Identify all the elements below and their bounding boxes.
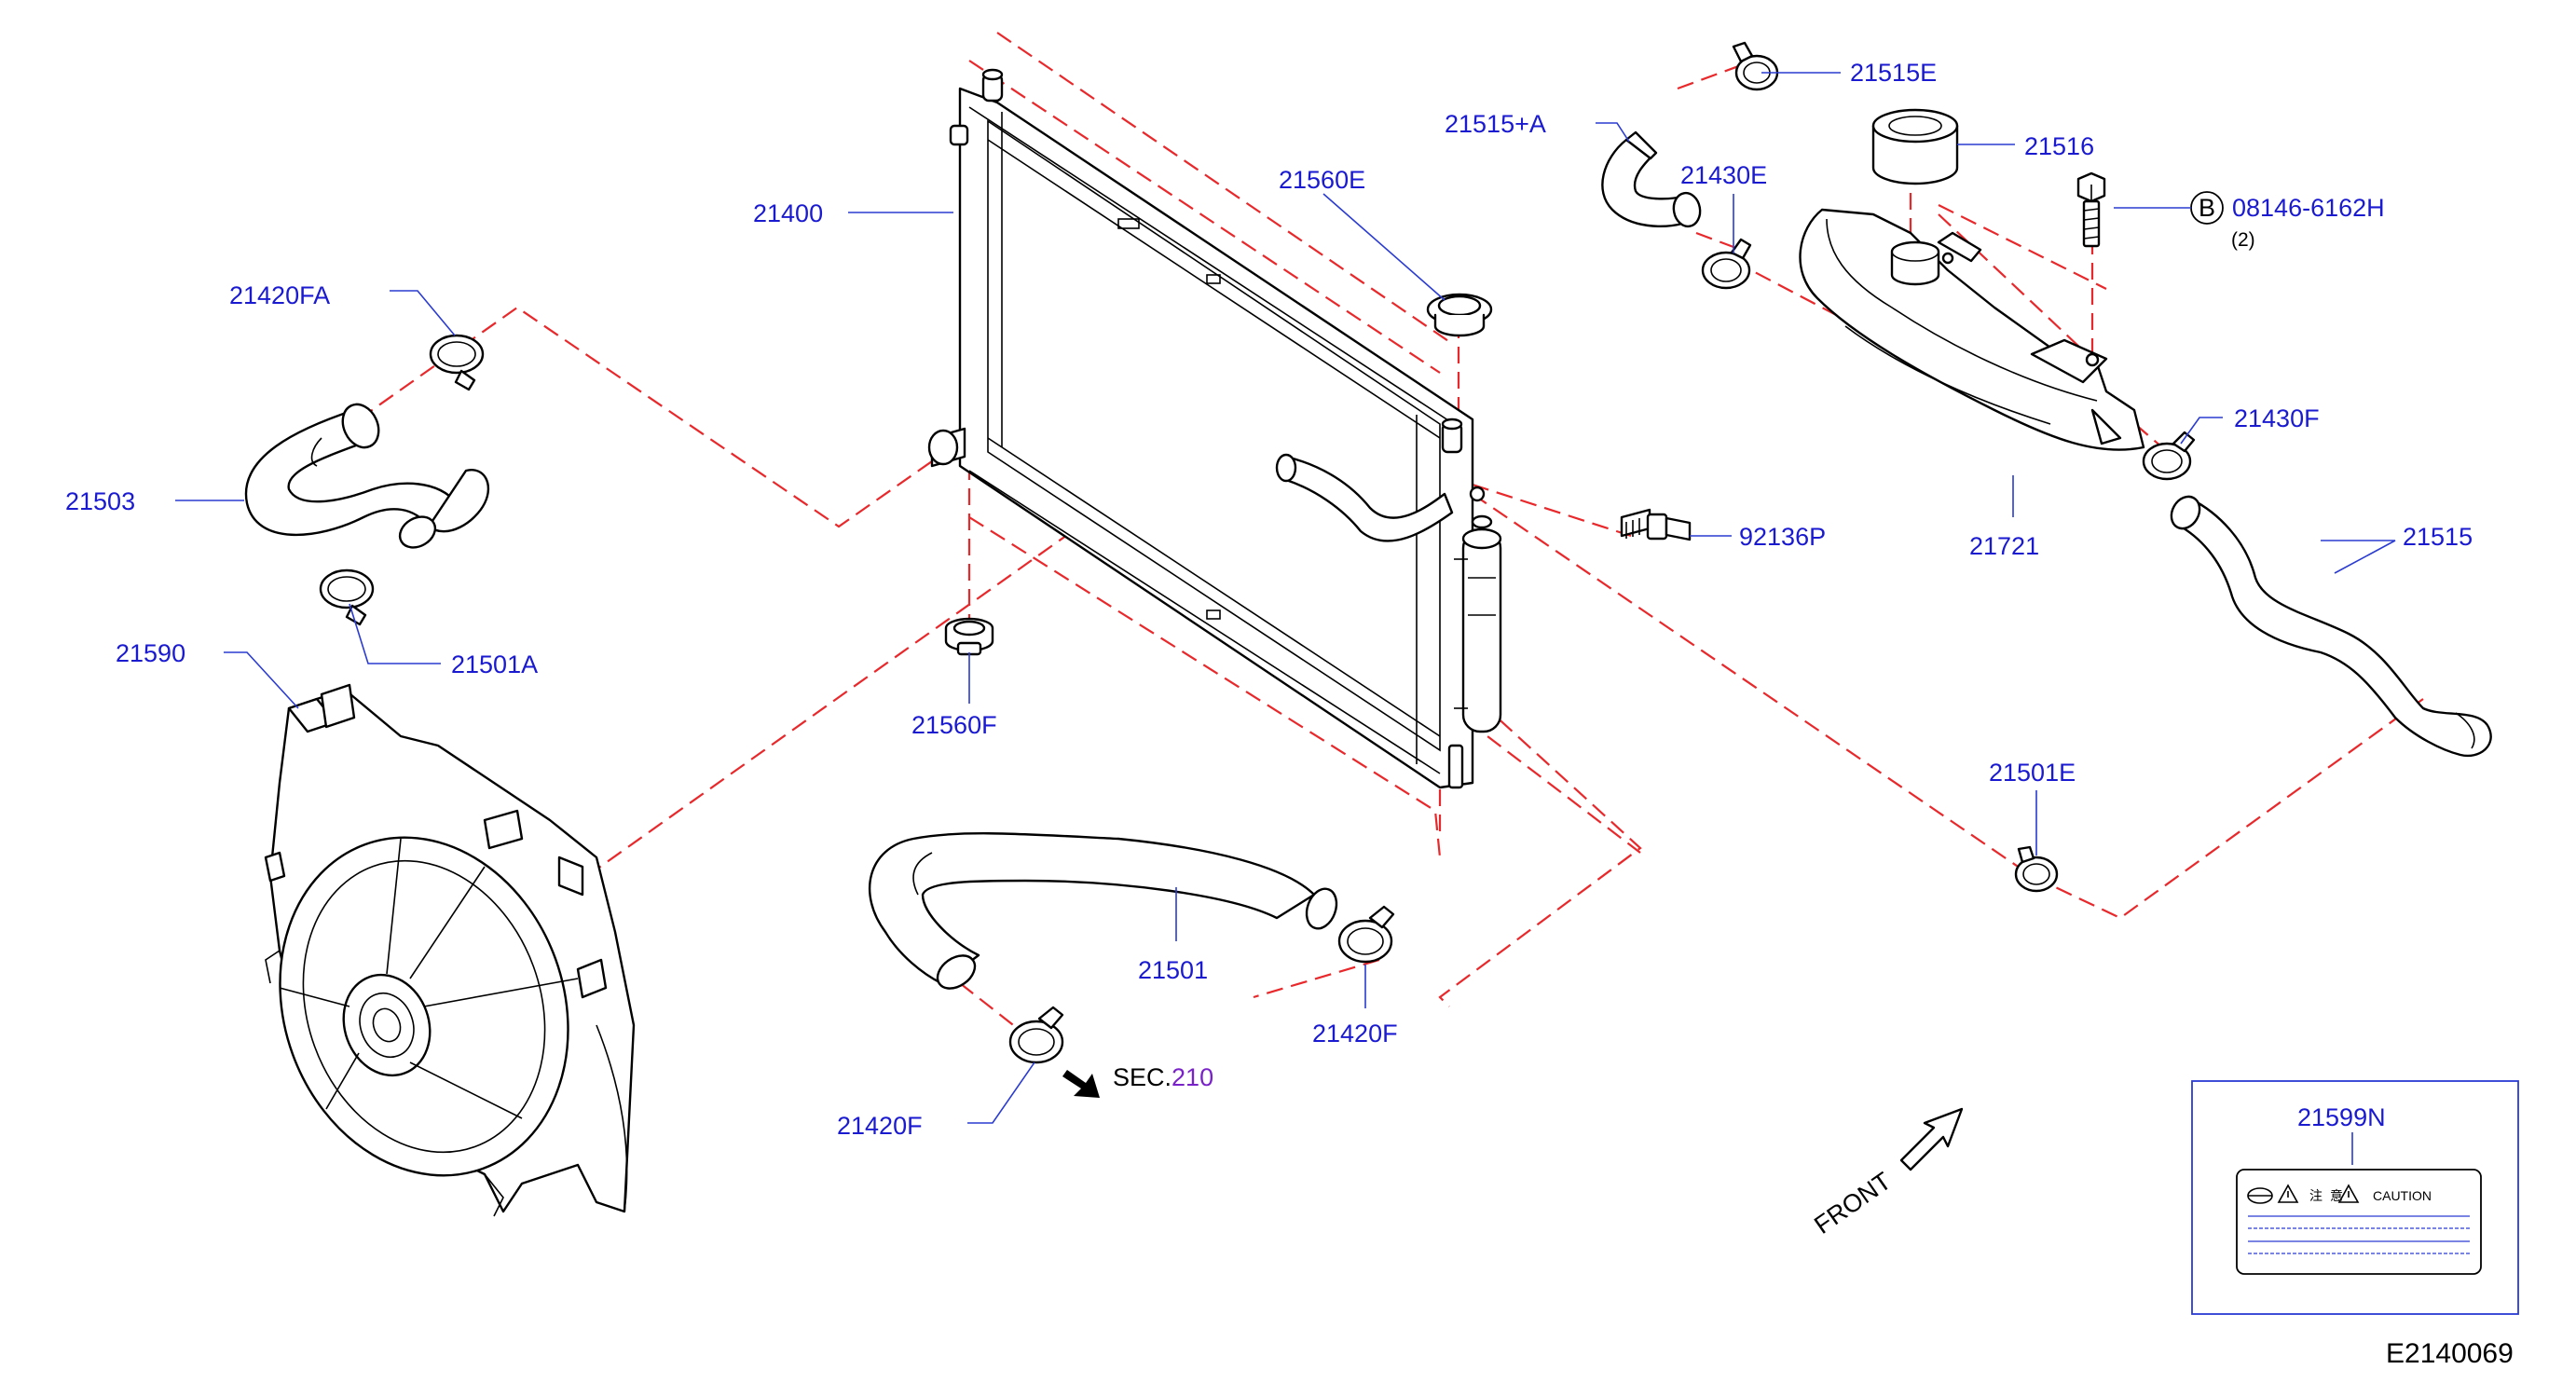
fitting-92136p bbox=[1620, 508, 1692, 541]
label-21721: 21721 bbox=[1969, 532, 2039, 560]
label-21420f-left: 21420F bbox=[837, 1112, 923, 1140]
caution-glyph-2: 意 bbox=[2330, 1188, 2343, 1203]
label-21400: 21400 bbox=[753, 199, 823, 227]
label-21560e: 21560E bbox=[1279, 166, 1365, 194]
part-labels: 21400 21560E 21420FA 21503 21501A 21590 … bbox=[65, 59, 2514, 1369]
label-21501e: 21501E bbox=[1989, 759, 2076, 787]
label-21516: 21516 bbox=[2024, 132, 2094, 160]
fan-shroud-21590 bbox=[264, 683, 636, 1217]
label-21515a: 21515+A bbox=[1445, 110, 1546, 138]
reservoir-tank-21721 bbox=[1799, 208, 2145, 451]
warning-icon bbox=[2277, 1184, 2299, 1203]
warning-icon bbox=[2337, 1184, 2360, 1203]
caution-label-box bbox=[2191, 1080, 2519, 1315]
sec-ref: SEC.210 bbox=[1113, 1063, 1213, 1091]
label-21515: 21515 bbox=[2403, 523, 2473, 551]
hose-21515 bbox=[2170, 495, 2492, 758]
reservoir-cap-21516 bbox=[1871, 108, 1959, 185]
clamp-21501a bbox=[319, 568, 375, 626]
caution-glyph-1: 注 bbox=[2309, 1188, 2323, 1203]
diagram-id: E2140069 bbox=[2386, 1338, 2514, 1369]
clamp-21420fa bbox=[429, 334, 485, 391]
clamp-21420f-right bbox=[1337, 905, 1395, 964]
label-08146: 08146-6162H bbox=[2232, 194, 2385, 222]
bolt-marker-letter: B bbox=[2199, 194, 2215, 222]
label-21420f-right: 21420F bbox=[1312, 1020, 1398, 1048]
lower-hose-21501 bbox=[868, 832, 1338, 990]
label-21599n: 21599N bbox=[2297, 1103, 2386, 1131]
sec-arrow-icon bbox=[1062, 1070, 1100, 1098]
clamp-21515e bbox=[1732, 41, 1779, 91]
bolt-marker bbox=[2114, 191, 2224, 225]
clamp-21501e bbox=[2014, 845, 2059, 893]
upper-hose-21503 bbox=[244, 403, 490, 549]
label-21430f: 21430F bbox=[2234, 404, 2320, 432]
bolt-quantity: (2) bbox=[2231, 229, 2255, 251]
label-21515e: 21515E bbox=[1850, 59, 1937, 87]
label-21420fa: 21420FA bbox=[229, 281, 330, 309]
label-21430e: 21430E bbox=[1680, 161, 1767, 189]
radiator bbox=[927, 68, 1502, 789]
front-label: FRONT bbox=[1809, 1167, 1896, 1239]
bolt-08146 bbox=[2076, 171, 2106, 248]
clamp-21430f bbox=[2142, 431, 2196, 481]
label-21590: 21590 bbox=[116, 639, 185, 667]
label-21560f: 21560F bbox=[911, 711, 997, 739]
label-92136p: 92136P bbox=[1739, 523, 1826, 551]
caution-word: CAUTION bbox=[2373, 1188, 2432, 1203]
front-arrow-icon bbox=[1899, 1107, 1964, 1171]
leader-lines bbox=[175, 72, 2396, 1124]
label-21503: 21503 bbox=[65, 487, 135, 515]
clamp-21430e bbox=[1701, 238, 1752, 290]
grommet-21560f bbox=[944, 617, 994, 656]
label-21501a: 21501A bbox=[451, 650, 538, 678]
label-21501: 21501 bbox=[1138, 956, 1208, 984]
hose-21515a bbox=[1601, 130, 1702, 228]
grommet-21560e bbox=[1426, 293, 1493, 337]
clamp-21420f-left bbox=[1008, 1006, 1064, 1064]
